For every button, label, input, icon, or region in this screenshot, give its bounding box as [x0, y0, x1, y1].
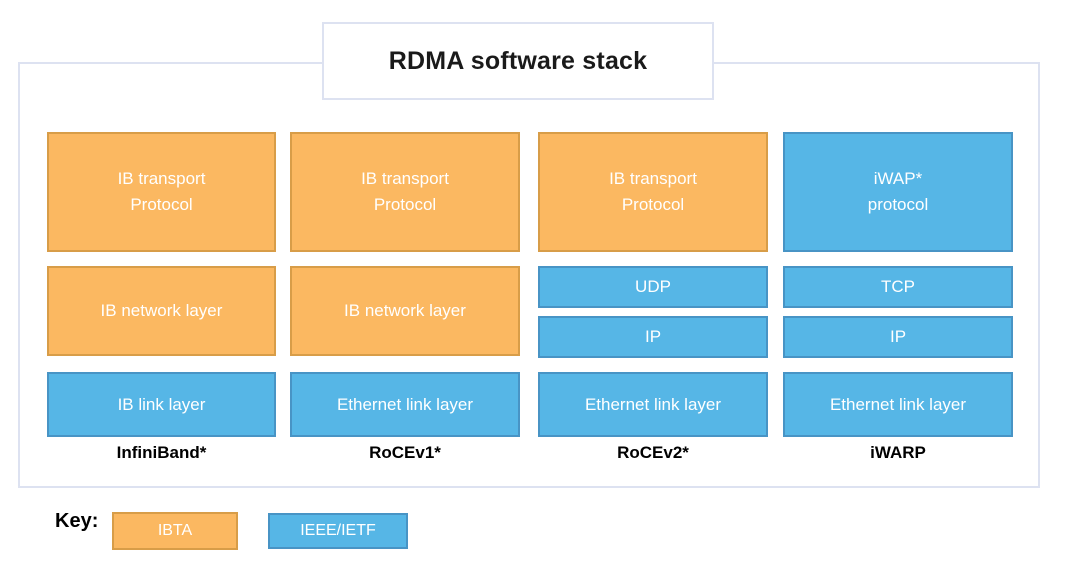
key-ieee-ietf-swatch: IEEE/IETF — [268, 513, 408, 549]
rocev1-network-box: IB network layer — [290, 266, 520, 356]
iwarp-link-box: Ethernet link layer — [783, 372, 1013, 437]
key-ibta-swatch: IBTA — [112, 512, 238, 550]
rocev1-link-box: Ethernet link layer — [290, 372, 520, 437]
infiniband-link-box: IB link layer — [47, 372, 276, 437]
rocev2-link-box: Ethernet link layer — [538, 372, 768, 437]
rocev2-udp-box: UDP — [538, 266, 768, 308]
key-label: Key: — [55, 510, 99, 532]
iwarp-column-label: iWARP — [870, 443, 926, 462]
rocev1-column-label: RoCEv1* — [369, 443, 441, 462]
infiniband-transport-box: IB transport Protocol — [47, 132, 276, 252]
iwarp-ip-box: IP — [783, 316, 1013, 358]
diagram-title: RDMA software stack — [388, 46, 648, 75]
rocev1-transport-box: IB transport Protocol — [290, 132, 520, 252]
infiniband-column-label: InfiniBand* — [116, 443, 207, 462]
rocev2-column-label: RoCEv2* — [617, 443, 689, 462]
iwarp-tcp-box: TCP — [783, 266, 1013, 308]
rocev2-ip-box: IP — [538, 316, 768, 358]
diagram-title-box: RDMA software stack — [322, 22, 714, 100]
rocev2-transport-box: IB transport Protocol — [538, 132, 768, 252]
iwarp-protocol-box: iWAP* protocol — [783, 132, 1013, 252]
infiniband-network-box: IB network layer — [47, 266, 276, 356]
